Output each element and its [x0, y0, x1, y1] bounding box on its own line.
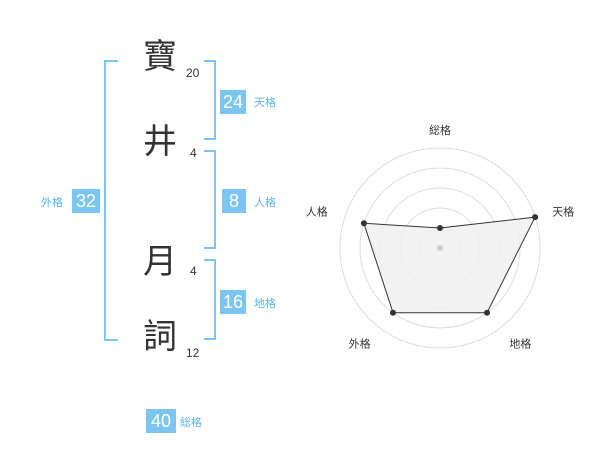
radar-axis-label-chikaku: 地格 [509, 337, 531, 351]
stroke-count-4: 12 [186, 346, 200, 360]
jinkaku-score: 8 [222, 189, 246, 213]
radar-point [532, 214, 539, 221]
stroke-count-3: 4 [190, 264, 197, 278]
radar-chart: 総格 天格 地格 外格 人格 [306, 123, 574, 351]
radar-shape [363, 216, 536, 314]
tenkaku-score: 24 [220, 90, 246, 114]
name-char-4: 詞 [143, 317, 177, 357]
stroke-count-2: 4 [190, 146, 197, 160]
chikaku-score: 16 [220, 290, 246, 314]
radar-axis-label-jinkaku: 人格 [306, 205, 328, 219]
radar-ring [339, 147, 541, 349]
radar-point [437, 225, 443, 231]
radar-points [360, 214, 539, 316]
radar-labels: 総格 天格 地格 外格 人格 [306, 123, 574, 351]
name-char-3: 月 [143, 242, 177, 282]
gaikaku-score: 32 [72, 189, 100, 213]
gaikaku-label: 外格 [41, 196, 63, 209]
radar-center-dot [437, 245, 443, 251]
radar-axis-label-tenkaku: 天格 [552, 205, 574, 219]
radar-point [360, 220, 367, 227]
radar-axis-label-soukaku: 総格 [429, 123, 451, 137]
gaikaku-bracket [104, 60, 118, 341]
radar-point [389, 309, 396, 316]
radar-point [484, 309, 491, 316]
stroke-count-1: 20 [186, 66, 200, 80]
radar-axis-label-gaikaku: 外格 [349, 337, 371, 351]
tenkaku-bracket [204, 60, 216, 140]
soukaku-score: 40 [146, 409, 176, 433]
chikaku-label: 地格 [254, 297, 276, 310]
name-char-1: 寶 [143, 37, 177, 77]
name-char-2: 井 [143, 122, 177, 162]
chikaku-bracket [204, 259, 216, 340]
tenkaku-label: 天格 [254, 96, 276, 109]
jinkaku-label: 人格 [254, 196, 276, 209]
jinkaku-bracket [204, 150, 216, 249]
soukaku-label: 総格 [180, 416, 202, 429]
